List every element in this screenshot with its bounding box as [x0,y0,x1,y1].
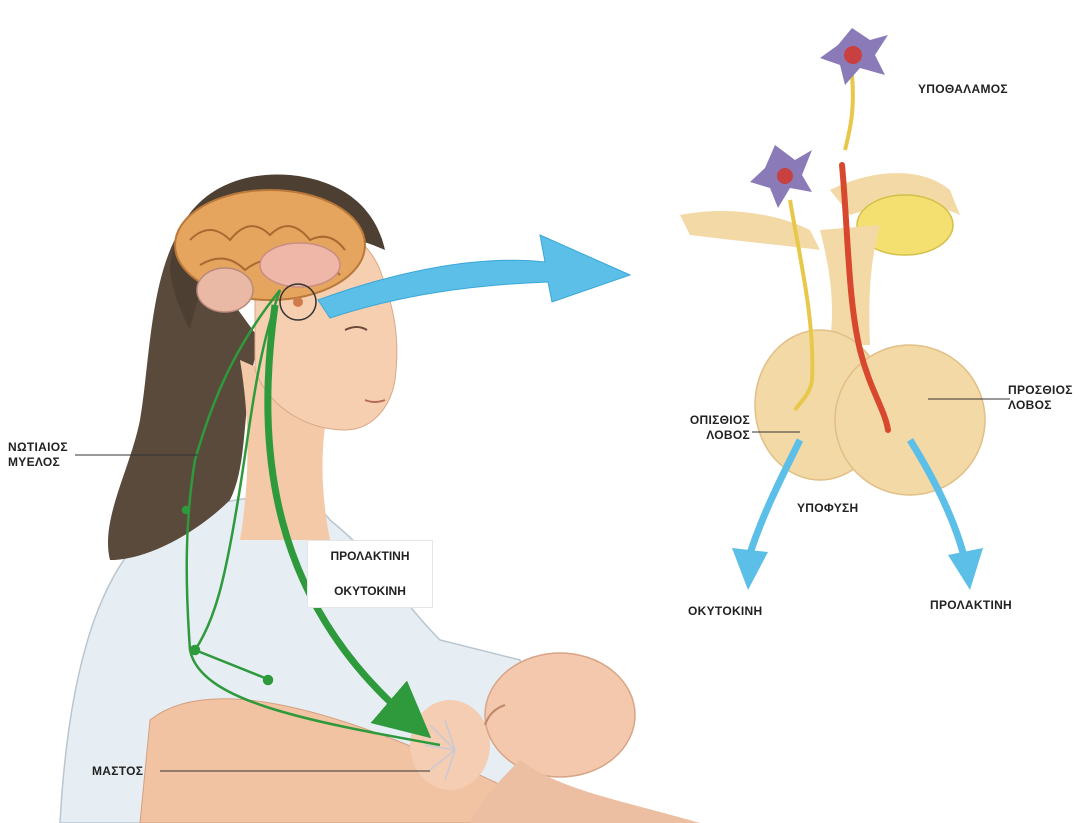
label-anterior-lobe-line1: ΠΡΟΣΘΙΟΣ [1008,383,1073,398]
label-spinal-cord-line1: ΝΩΤΙΑΙΟΣ [8,440,68,455]
label-spinal-cord: ΝΩΤΙΑΙΟΣ ΜΥΕΛΟΣ [8,440,68,470]
hormone-box: ΠΡΟΛΑΚΤΙΝΗ ΟΚΥΤΟΚΙΝΗ [307,540,433,608]
label-oxytocin-right: ΟΚΥΤΟΚΙΝΗ [688,604,762,619]
label-prolactin-right: ΠΡΟΛΑΚΤΙΝΗ [930,598,1012,613]
label-hypothalamus: ΥΠΟΘΑΛΑΜΟΣ [918,82,1008,97]
label-anterior-lobe: ΠΡΟΣΘΙΟΣ ΛΟΒΟΣ [1008,383,1073,413]
label-pituitary: ΥΠΟΦΥΣΗ [797,501,859,516]
label-spinal-cord-line2: ΜΥΕΛΟΣ [8,455,68,470]
label-breast: ΜΑΣΤΟΣ [92,764,143,779]
label-posterior-lobe-line1: ΟΠΙΣΘΙΟΣ [668,413,750,428]
neuron-lower [750,145,812,208]
hormone-box-prolactin: ΠΡΟΛΑΚΤΙΝΗ [318,549,422,564]
hormone-box-oxytocin: ΟΚΥΤΟΚΙΝΗ [318,584,422,599]
baby-figure [470,653,700,823]
label-anterior-lobe-line2: ΛΟΒΟΣ [1008,398,1073,413]
label-posterior-lobe-line2: ΛΟΒΟΣ [668,428,750,443]
label-posterior-lobe: ΟΠΙΣΘΙΟΣ ΛΟΒΟΣ [668,413,750,443]
